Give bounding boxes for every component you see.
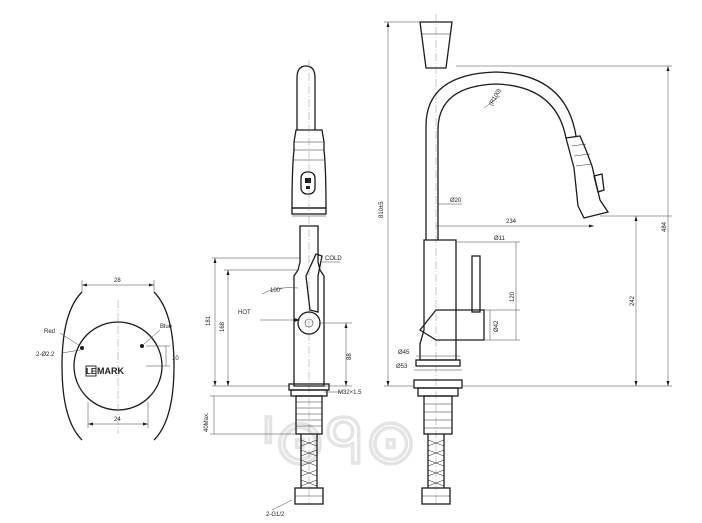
side-view	[384, 14, 672, 505]
dim-side-484: 484	[662, 221, 668, 232]
dim-dia-45: Ø45	[398, 350, 410, 356]
dim-hole-spacing: 10	[172, 356, 179, 362]
dim-dia-11: Ø11	[494, 236, 506, 242]
label-holes: 2-Ø2.2	[36, 352, 55, 358]
label-red: Red	[44, 329, 55, 335]
label-radius-100: (R100)	[489, 88, 503, 107]
dim-side-total: 810±5	[379, 201, 385, 218]
dim-front-181: 181	[206, 315, 212, 326]
label-max40: 40Max.	[204, 412, 210, 432]
lemark-logo: LE MARK	[86, 366, 124, 376]
dim-dia-53: Ø53	[396, 364, 408, 370]
dim-front-88: 88	[347, 353, 353, 360]
label-thread-m32: M32×1.5	[338, 390, 362, 396]
label-blue: Blue	[160, 324, 173, 330]
dim-dia-20: Ø20	[450, 198, 462, 204]
svg-text:LE: LE	[86, 367, 97, 376]
dim-front-168: 168	[220, 321, 226, 332]
label-angle-100: 100°	[270, 288, 283, 294]
dim-side-242: 242	[630, 295, 636, 306]
front-view	[210, 60, 352, 511]
hole-left	[80, 346, 84, 350]
base-top-view	[59, 280, 175, 441]
dim-base-bottom-width: 24	[114, 417, 121, 423]
label-thread-g12: 2-G1/2	[266, 512, 285, 518]
dim-dia-42: Ø42	[494, 320, 500, 332]
dim-side-120: 120	[510, 291, 516, 302]
watermark-text: ᑊ⊙ᑫ⊙	[262, 408, 417, 477]
hole-right	[140, 344, 144, 348]
label-cold: COLD	[325, 256, 342, 262]
dim-base-top-width: 28	[114, 278, 121, 284]
svg-text:MARK: MARK	[97, 366, 124, 376]
dim-side-234: 234	[506, 219, 517, 225]
label-hot: HOT	[238, 310, 251, 316]
